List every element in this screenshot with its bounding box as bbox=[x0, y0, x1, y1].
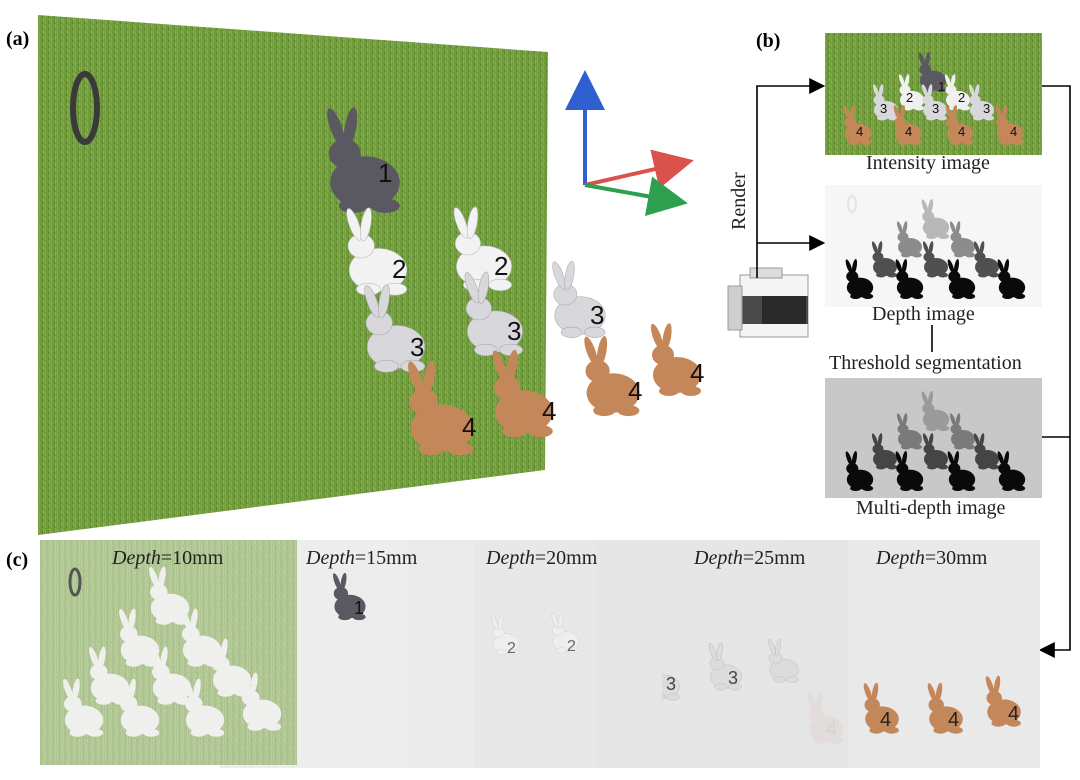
bunny-number-4: 4 bbox=[542, 396, 556, 426]
depth-layer-label-20mm: Depth=20mm bbox=[486, 547, 597, 570]
depth-word: Depth bbox=[694, 547, 743, 569]
bunny-number-3: 3 bbox=[932, 101, 939, 116]
panel-label-b: (b) bbox=[756, 30, 781, 52]
y-axis-arrow bbox=[584, 176, 688, 217]
bunny-number-4: 4 bbox=[628, 376, 642, 406]
bunny-number-4: 4 bbox=[1008, 703, 1019, 725]
depth-layer-label-15mm: Depth=15mm bbox=[306, 547, 417, 570]
intensity-image: 1 2 2 3 3 3 4 4 4 4 bbox=[825, 33, 1042, 155]
x-axis-arrow bbox=[584, 149, 694, 189]
multi-depth-image bbox=[825, 378, 1042, 498]
bunny-number-2: 2 bbox=[507, 640, 516, 657]
camera-icon bbox=[727, 267, 809, 338]
bunny-number-2: 2 bbox=[958, 90, 965, 105]
bunny-number-3: 3 bbox=[728, 668, 738, 688]
depth-value: =20mm bbox=[534, 547, 598, 569]
multi-depth-image-caption: Multi-depth image bbox=[856, 497, 1006, 519]
depth-word: Depth bbox=[112, 547, 161, 569]
bunny-number-4: 4 bbox=[905, 124, 912, 139]
depth-value: =15mm bbox=[354, 547, 418, 569]
bunny-number-4: 4 bbox=[948, 709, 959, 731]
panel-label-a: (a) bbox=[6, 28, 30, 50]
depth-layer-10mm bbox=[40, 540, 297, 765]
depth-word: Depth bbox=[486, 547, 535, 569]
bunny-number-4: 4 bbox=[856, 124, 863, 139]
depth-word: Depth bbox=[306, 547, 355, 569]
depth-layer-label-10mm: Depth=10mm bbox=[112, 547, 223, 570]
bunny-number-3: 3 bbox=[507, 316, 521, 346]
bunny-number-2: 2 bbox=[494, 251, 508, 281]
target-ring-a bbox=[70, 71, 100, 145]
bunny-number-4: 4 bbox=[462, 412, 476, 442]
depth-word: Depth bbox=[876, 547, 925, 569]
bunny-number-2: 2 bbox=[906, 90, 913, 105]
bunny-number-3: 3 bbox=[590, 300, 604, 330]
depth-layer-label-30mm: Depth=30mm bbox=[876, 547, 987, 570]
bunny-number-2: 2 bbox=[392, 254, 406, 284]
panel-label-c: (c) bbox=[6, 549, 29, 571]
depth-value: =10mm bbox=[160, 547, 224, 569]
bunny-number-1: 1 bbox=[354, 598, 364, 618]
bunny-number-4: 4 bbox=[958, 124, 965, 139]
depth-layers: 4 4 4 4 3 3 bbox=[40, 540, 1040, 768]
depth-image-caption: Depth image bbox=[872, 303, 975, 325]
bunny-number-4: 4 bbox=[1010, 124, 1017, 139]
threshold-segmentation-label: Threshold segmentation bbox=[829, 352, 1022, 375]
depth-value: =25mm bbox=[742, 547, 806, 569]
depth-layer-label-25mm: Depth=25mm bbox=[694, 547, 805, 570]
depth-image bbox=[825, 185, 1042, 307]
intensity-to-layers-arrow bbox=[1038, 85, 1071, 658]
render-label: Render bbox=[728, 170, 751, 232]
intensity-image-caption: Intensity image bbox=[866, 152, 990, 174]
bunnies-3d: 1 2 2 3 3 3 4 4 4 4 bbox=[323, 106, 704, 456]
axes-gizmo bbox=[565, 70, 694, 217]
bunny-number-1: 1 bbox=[938, 79, 945, 94]
bunny-number-3: 3 bbox=[410, 332, 424, 362]
bunny-number-4: 4 bbox=[690, 358, 704, 388]
render-to-intensity-arrow bbox=[756, 78, 826, 278]
bunny-number-3: 3 bbox=[666, 674, 676, 694]
bunny-number-1: 1 bbox=[378, 158, 392, 188]
bunny-number-2: 2 bbox=[567, 638, 576, 655]
bunny-number-3: 3 bbox=[983, 101, 990, 116]
bunny-number-3: 3 bbox=[880, 101, 887, 116]
bunny-number-4: 4 bbox=[880, 709, 891, 731]
depth-value: =30mm bbox=[924, 547, 988, 569]
